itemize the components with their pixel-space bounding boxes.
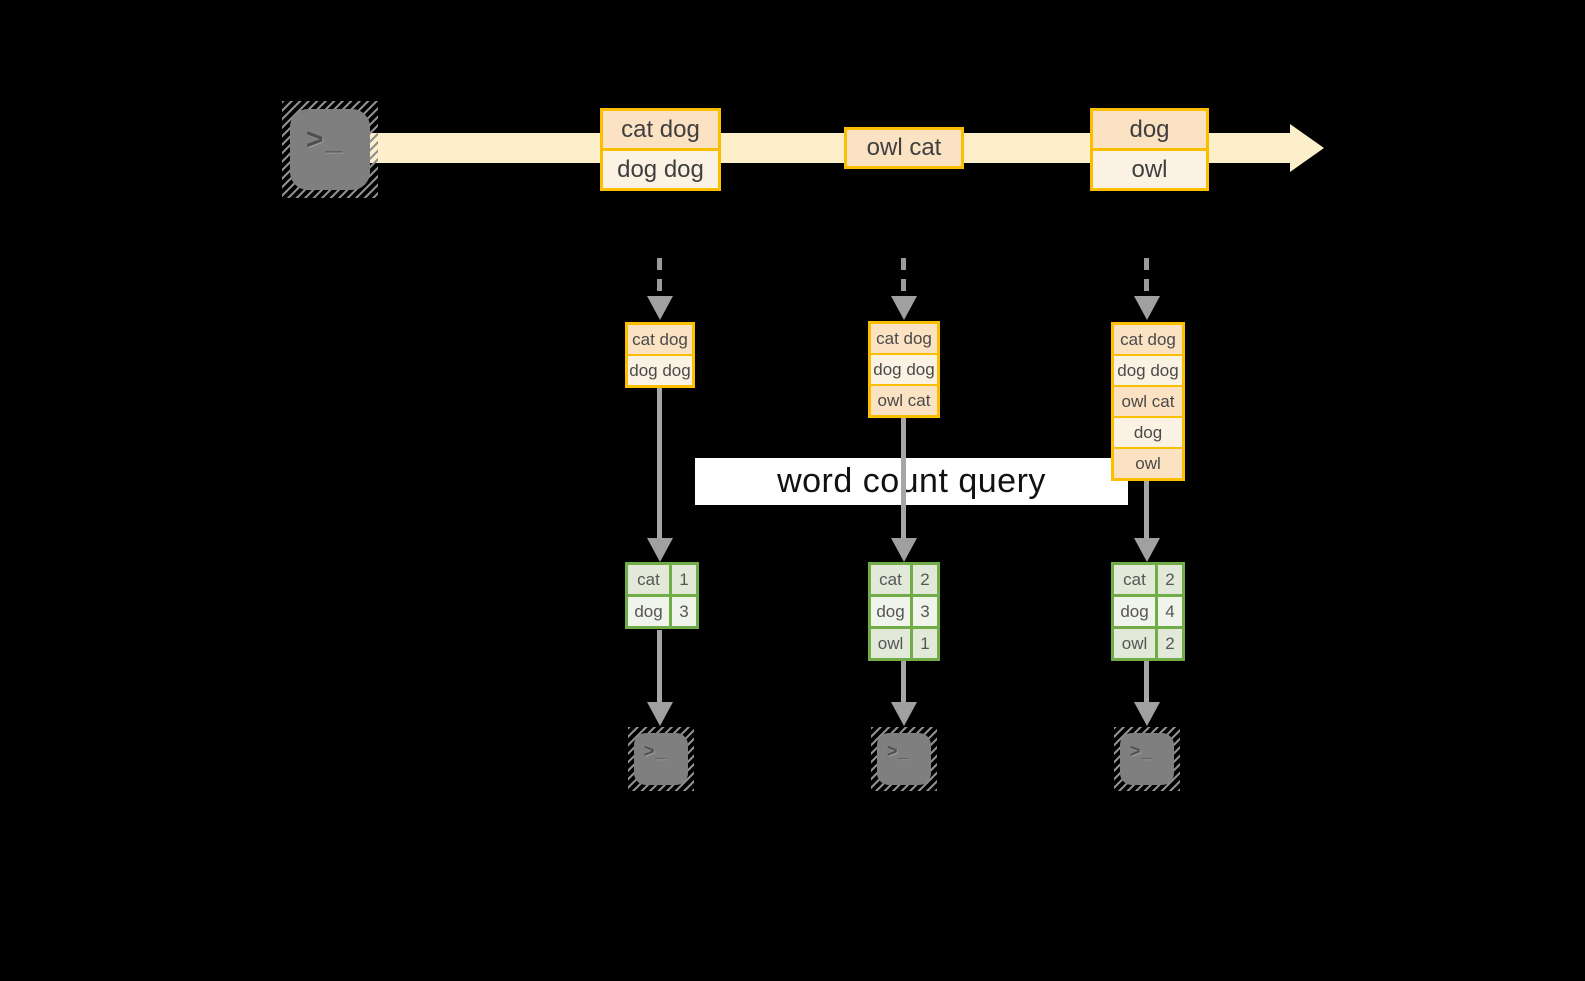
count-cell: 3 [669,597,696,626]
query-label: word count query [777,462,1046,500]
table-row: dog 3 [628,594,696,626]
terminal-icon: >_ [282,101,378,198]
terminal-prompt-icon: >_ [306,123,345,156]
word-cell: cat [1114,565,1155,594]
query-arrowhead-1-icon [647,538,673,562]
count-cell: 1 [669,565,696,594]
count-table-2: cat 2 dog 3 owl 1 [868,562,940,661]
buffer-stack-1: cat dog dog dog [625,322,695,388]
terminal-icon: >_ [871,727,937,791]
ingest-arrow-2 [901,258,906,296]
word-cell: cat [628,565,669,594]
stream-message-line: cat dog [603,111,718,148]
stream-message-line: dog [1093,111,1206,148]
stream-message-1: cat dog dog dog [600,108,721,191]
count-cell: 3 [910,597,937,626]
buffer-line: dog [1114,416,1182,447]
stream-message-line: dog dog [603,148,718,188]
terminal-icon: >_ [628,727,694,791]
buffer-stack-3: cat dog dog dog owl cat dog owl [1111,322,1185,481]
buffer-line: cat dog [871,324,937,353]
ingest-arrowhead-2-icon [891,296,917,320]
count-table-1: cat 1 dog 3 [625,562,699,629]
terminal-prompt-icon: >_ [887,741,910,761]
count-table-3: cat 2 dog 4 owl 2 [1111,562,1185,661]
count-cell: 2 [1155,629,1182,658]
stream-message-line: owl cat [847,130,961,166]
output-arrow-3 [1144,657,1149,704]
word-cell: dog [1114,597,1155,626]
word-cell: owl [871,629,910,658]
table-row: owl 2 [1114,626,1182,658]
buffer-line: dog dog [871,353,937,384]
buffer-line: dog dog [1114,354,1182,385]
count-cell: 2 [1155,565,1182,594]
output-arrow-1 [657,630,662,704]
query-label-box: word count query [695,458,1128,505]
buffer-line: owl [1114,447,1182,478]
terminal-icon: >_ [1114,727,1180,791]
buffer-line: cat dog [628,325,692,354]
table-row: owl 1 [871,626,937,658]
count-cell: 1 [910,629,937,658]
buffer-line: owl cat [871,384,937,415]
terminal-prompt-icon: >_ [1130,741,1153,761]
table-row: cat 2 [871,565,937,594]
buffer-line: dog dog [628,354,692,385]
query-arrow-2 [901,418,906,540]
terminal-screen: >_ [877,733,931,785]
terminal-prompt-icon: >_ [644,741,667,761]
word-cell: dog [871,597,910,626]
table-row: dog 4 [1114,594,1182,626]
query-arrowhead-2-icon [891,538,917,562]
output-arrowhead-2-icon [891,702,917,726]
ingest-arrowhead-1-icon [647,296,673,320]
ingest-arrow-3 [1144,258,1149,296]
stream-message-3: dog owl [1090,108,1209,191]
table-row: cat 2 [1114,565,1182,594]
stream-arrowhead-icon [1290,124,1324,172]
query-arrow-3 [1144,481,1149,540]
table-row: cat 1 [628,565,696,594]
terminal-screen: >_ [634,733,688,785]
word-cell: dog [628,597,669,626]
stream-message-2: owl cat [844,127,964,169]
count-cell: 2 [910,565,937,594]
ingest-arrowhead-3-icon [1134,296,1160,320]
buffer-line: owl cat [1114,385,1182,416]
stream-message-line: owl [1093,148,1206,188]
buffer-stack-2: cat dog dog dog owl cat [868,321,940,418]
output-arrowhead-1-icon [647,702,673,726]
buffer-line: cat dog [1114,325,1182,354]
terminal-screen: >_ [1120,733,1174,785]
output-arrowhead-3-icon [1134,702,1160,726]
output-arrow-2 [901,657,906,704]
query-arrow-1 [657,388,662,540]
count-cell: 4 [1155,597,1182,626]
ingest-arrow-1 [657,258,662,296]
terminal-screen: >_ [290,109,370,190]
query-arrowhead-3-icon [1134,538,1160,562]
table-row: dog 3 [871,594,937,626]
word-cell: cat [871,565,910,594]
word-cell: owl [1114,629,1155,658]
